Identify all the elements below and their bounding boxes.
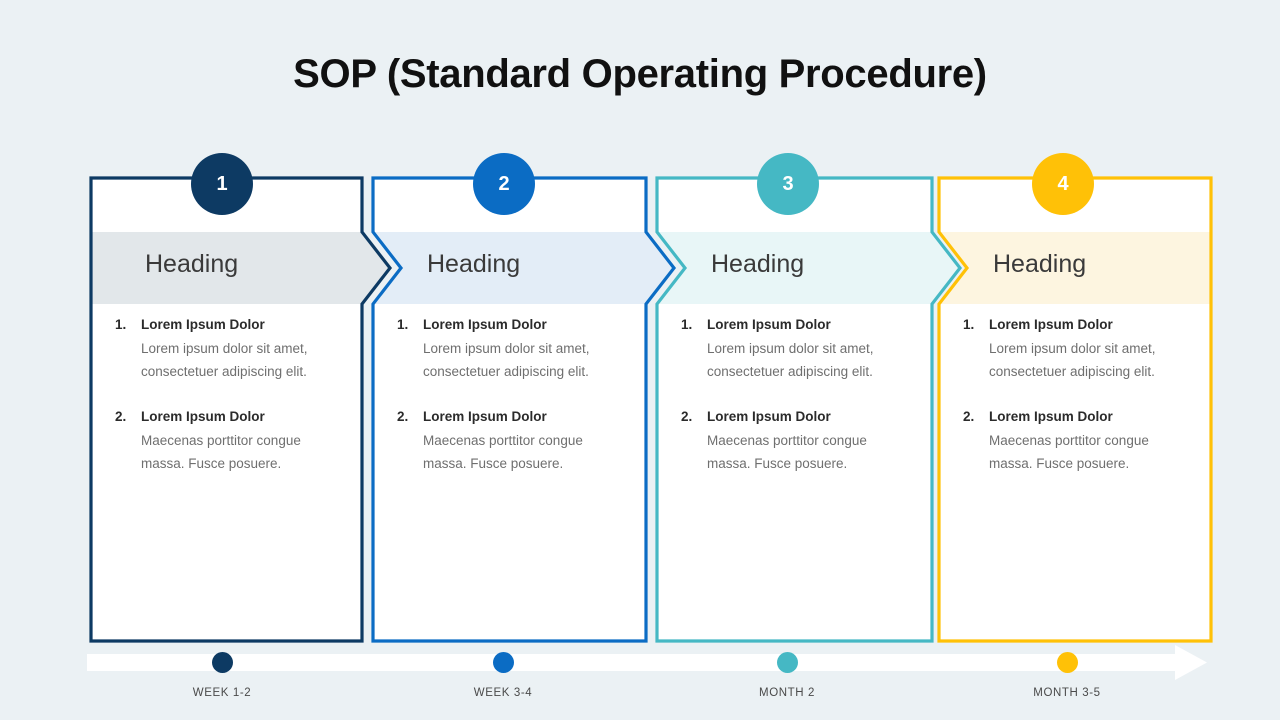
timeline-label: MONTH 2 [759,687,815,699]
list-item-number: 1. [115,317,127,332]
list-item-title: Lorem Ipsum Dolor [141,317,265,332]
list-item-title: Lorem Ipsum Dolor [989,408,1113,424]
list-item-description: Maecenas porttitor congue massa. Fusce p… [707,432,867,472]
list-item-title: Lorem Ipsum Dolor [423,408,547,424]
timeline-arrow [87,645,1207,680]
list-item-number: 1. [681,317,693,332]
list-item-description: Maecenas porttitor congue massa. Fusce p… [141,432,301,472]
timeline-dot [493,652,514,673]
list-item-description: Lorem ipsum dolor sit amet, consectetuer… [707,341,874,380]
list-item-number: 2. [681,408,693,424]
list-item-number: 2. [963,408,975,424]
step-number-badge: 4 [1032,153,1094,215]
timeline-label: MONTH 3-5 [1033,687,1101,699]
list-item-description: Lorem ipsum dolor sit amet, consectetuer… [423,341,590,380]
card-heading-band [373,232,674,304]
list-item-title: Lorem Ipsum Dolor [989,317,1113,332]
card-outline [371,176,677,643]
card-heading-text: Heading [145,249,239,278]
list-item-number: 2. [115,408,127,424]
list-item-title: Lorem Ipsum Dolor [141,408,265,424]
timeline-label: WEEK 1-2 [192,687,252,699]
list-item-description: Lorem ipsum dolor sit amet, consectetuer… [141,341,308,380]
list-item-title: Lorem Ipsum Dolor [707,317,831,332]
card-heading-text: Heading [711,249,805,278]
list-item-number: 1. [963,317,975,332]
list-item-description: Maecenas porttitor congue massa. Fusce p… [423,432,583,472]
list-item-number: 1. [397,317,409,332]
card-heading-text: Heading [427,249,521,278]
list-item-title: Lorem Ipsum Dolor [423,317,547,332]
timeline-label: WEEK 3-4 [473,687,533,699]
timeline-dot [777,652,798,673]
list-item-description: Lorem ipsum dolor sit amet, consectetuer… [989,341,1156,380]
card-heading-band [91,232,390,304]
card-heading-band [657,232,960,304]
card-outline [655,176,963,643]
step-number-badge: 2 [473,153,535,215]
step-number-badge: 3 [757,153,819,215]
list-item-number: 2. [397,408,409,424]
card-outline [937,176,1213,643]
step-number-badge: 1 [191,153,253,215]
page-title: SOP (Standard Operating Procedure) [293,52,987,96]
card-heading-text: Heading [993,249,1087,278]
timeline-dot [212,652,233,673]
card-heading-band [939,232,1211,304]
list-item-title: Lorem Ipsum Dolor [707,408,831,424]
timeline-dot [1057,652,1078,673]
card-outline [89,176,393,643]
list-item-description: Maecenas porttitor congue massa. Fusce p… [989,432,1149,472]
